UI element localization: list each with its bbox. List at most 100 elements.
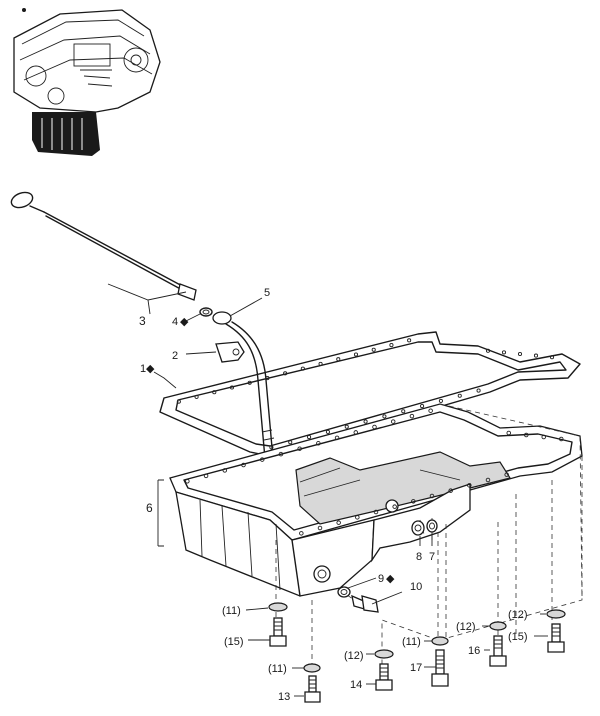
bolt-hole — [372, 424, 377, 430]
bolt-hole — [371, 347, 376, 352]
callout-2: 2 — [172, 350, 178, 362]
bolt-hole — [325, 429, 330, 434]
bolt-hole — [390, 419, 396, 424]
bolt-hole — [428, 408, 433, 413]
bolt-hole — [336, 357, 341, 362]
bolt-hole — [299, 531, 304, 536]
bolt-hole — [316, 441, 321, 446]
bolt-hole — [355, 515, 360, 520]
bolt-hole — [269, 445, 274, 450]
bolt-hole — [506, 430, 512, 436]
bolt-hole — [411, 499, 416, 504]
leader-lines — [107, 283, 548, 697]
bolt-hole — [524, 432, 529, 438]
bolt-hole — [278, 451, 284, 457]
bolt-hole — [409, 413, 415, 419]
callout-7: 7 — [429, 551, 435, 563]
bolt-hole — [448, 488, 453, 493]
bolt-hole — [259, 457, 265, 462]
bolt-hole — [334, 435, 340, 441]
tube-clip — [215, 341, 245, 363]
callout-14: 14 — [350, 679, 362, 691]
callout-6: 6 — [146, 501, 153, 515]
callout-16: 16 — [468, 645, 480, 657]
callout-12: (12) — [344, 650, 364, 662]
bolt-hole — [504, 472, 509, 477]
bolt-hole — [549, 355, 555, 360]
bolt-hole — [373, 509, 379, 515]
oil-pan-gasket — [159, 331, 581, 457]
callout-3: 3 — [139, 314, 146, 328]
callout-10: 10 — [410, 581, 422, 593]
bolt-hole — [467, 483, 472, 488]
callout-11: (11) — [222, 605, 241, 617]
bolt-hole — [300, 366, 305, 371]
bolt-hole — [476, 388, 481, 393]
bolt-hole — [559, 436, 564, 442]
bolt-hole — [203, 473, 209, 479]
bolt-hole — [247, 380, 252, 385]
bolt-hole — [429, 493, 435, 499]
callout-13: 13 — [278, 691, 290, 703]
bolt-hole — [407, 338, 412, 343]
drain-plug — [337, 586, 379, 613]
bolt-hole — [336, 520, 341, 525]
bolt-hole — [265, 376, 270, 381]
bolt-hole — [353, 352, 359, 357]
bolt-hole — [344, 424, 349, 429]
callout-17: 17 — [410, 662, 422, 674]
bolt-hole — [389, 343, 394, 348]
diamond-marker: ◆ — [146, 363, 155, 375]
bolt-hole — [420, 404, 425, 409]
bolt-hole — [176, 399, 181, 404]
bolt-hole — [241, 462, 246, 468]
seal-ring — [199, 307, 213, 317]
callout-9: 9 — [378, 573, 384, 585]
plug-washer-and-nut — [411, 519, 438, 536]
bolt-hole — [229, 385, 235, 390]
bolt-hole — [317, 525, 323, 531]
diamond-marker: ◆ — [386, 573, 395, 585]
bolt-hole — [318, 361, 323, 366]
bolt-hole — [363, 419, 368, 424]
bolt-hole — [212, 390, 217, 395]
bolt-hole — [283, 371, 288, 376]
callout-labels: 3 4 ◆ 5 2 1 ◆ 6 7 8 9 ◆ 10 (11) (15) (11… — [139, 287, 528, 703]
construction-lines — [275, 403, 583, 690]
callout-15: (15) — [224, 636, 244, 648]
bolt-hole — [438, 398, 443, 403]
bolt-hole — [457, 393, 462, 398]
callout-5: 5 — [264, 287, 270, 299]
bolt-hole — [382, 414, 387, 419]
callout-12: (12) — [456, 621, 476, 633]
bolt-hole — [353, 430, 359, 435]
oil-pan — [169, 403, 583, 597]
bolt-hole — [297, 446, 302, 451]
callout-15: (15) — [508, 631, 528, 643]
bolt-hole — [307, 435, 312, 440]
callout-1: 1 — [140, 363, 146, 375]
bolt-hole — [222, 468, 228, 473]
bolt-hole — [185, 479, 190, 484]
bolt-hole — [501, 350, 507, 355]
callout-11: (11) — [402, 636, 421, 648]
bolt-hole — [288, 440, 293, 445]
diamond-marker: ◆ — [180, 316, 189, 328]
bolt-hole — [401, 409, 406, 414]
callout-8: 8 — [416, 551, 422, 563]
bolt-hole — [485, 348, 491, 353]
engine-thumbnail — [13, 8, 161, 156]
bolt-hole — [392, 504, 397, 509]
callout-11: (11) — [268, 663, 287, 675]
bolt-hole — [485, 477, 491, 483]
bolt-hole — [533, 353, 539, 358]
callout-12: (12) — [508, 609, 528, 621]
fasteners — [268, 602, 566, 703]
bolt-hole — [541, 434, 547, 440]
bolt-hole — [517, 351, 523, 357]
callout-4: 4 — [172, 316, 178, 328]
bolt-hole — [194, 394, 199, 399]
dipstick — [10, 191, 197, 301]
